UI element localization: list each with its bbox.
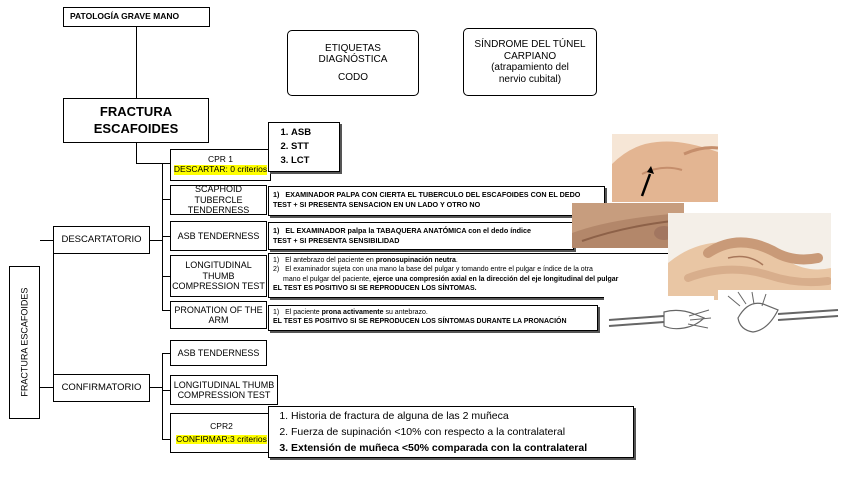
snuffbox-photo — [572, 203, 684, 248]
asb-note-line: EL EXAMINADOR palpa la TABAQUERA ANATÓMI… — [285, 226, 531, 235]
sindrome-line: SÍNDROME DEL TÚNEL — [474, 39, 586, 50]
longitudinal-note-text: mano el pulgar del paciente, — [283, 275, 373, 283]
connector — [40, 387, 53, 388]
connector — [162, 276, 170, 277]
conf-longitudinal-label: COMPRESSION TEST — [177, 390, 271, 400]
list-item: Fuerza de supinación <10% con respecto a… — [291, 425, 629, 441]
connector — [53, 240, 54, 387]
connector — [162, 236, 170, 237]
longitudinal-label: THUMB — [202, 270, 235, 281]
asb-note: 1) EL EXAMINADOR palpa la TABAQUERA ANAT… — [268, 222, 574, 250]
connector — [162, 163, 170, 164]
confirmatorio-label: CONFIRMATORIO — [61, 381, 142, 393]
hand-palpation-illustration — [612, 134, 718, 202]
patologia-label: PATOLOGÍA GRAVE MANO — [70, 11, 180, 22]
longitudinal-note-text: El antebrazo del paciente en — [285, 257, 376, 264]
longitudinal-note-text: EL TEST ES POSITIVO SI SE REPRODUCEN LOS… — [273, 285, 477, 293]
hand-bones-illustration — [718, 290, 848, 342]
connector — [162, 353, 163, 439]
list-item: STT — [291, 140, 335, 154]
connector — [150, 240, 162, 241]
longitudinal-note: 1) El antebrazo del paciente en pronosup… — [268, 253, 698, 298]
cpr1-subtitle: DESCARTAR: 0 criterios — [173, 164, 268, 175]
conf-asb-label: ASB TENDERNESS — [177, 347, 260, 358]
snuffbox-illustration — [572, 203, 684, 248]
etiquetas-line: CODO — [338, 71, 368, 83]
scaphoid-label: TENDERNESS — [187, 205, 250, 216]
list-item: LCT — [291, 154, 335, 168]
pronation-label: ARM — [208, 315, 229, 325]
sindrome-line: CARPIANO — [503, 50, 557, 62]
fractura-main-line: ESCAFOIDES — [93, 120, 179, 136]
asb-note-line: TEST + SI PRESENTA SENSIBILIDAD — [273, 235, 400, 245]
root-vertical-label: FRACTURA ESCAFOIDES — [19, 287, 30, 398]
scaphoid-box: SCAPHOID TUBERCLE TENDERNESS — [170, 184, 267, 216]
connector — [136, 143, 137, 163]
longitudinal-label: LONGITUDINAL — [185, 260, 252, 271]
hand-palpation-photo — [612, 134, 718, 202]
pronation-label: PRONATION OF THE — [174, 304, 263, 315]
longitudinal-note-text: El examinador sujeta con una mano la bas… — [285, 266, 593, 274]
pronation-note-text: su antebrazo. — [383, 309, 428, 316]
confirmatorio-box: CONFIRMATORIO — [53, 374, 150, 402]
compression-test-photo — [668, 213, 831, 300]
connector — [162, 199, 170, 200]
pronation-note-text: El paciente — [285, 309, 322, 316]
etiquetas-line: ETIQUETAS — [325, 42, 381, 54]
cpr1-title: CPR 1 — [207, 154, 234, 165]
cpr2-box: CPR2 CONFIRMAR:3 criterios — [170, 413, 273, 453]
list-item: Historia de fractura de alguna de las 2 … — [291, 409, 629, 425]
connector — [162, 353, 170, 354]
longitudinal-label: COMPRESSION TEST — [172, 281, 265, 292]
longitudinal-note-text: ejerce una compresión axial en la direcc… — [372, 275, 619, 283]
arm-bones-illustration — [604, 296, 714, 340]
scaphoid-note-line: EXAMINADOR PALPA CON CIERTA EL TUBERCULO… — [285, 190, 581, 199]
descartatorio-label: DESCARTATORIO — [61, 233, 142, 245]
conf-longitudinal-box: LONGITUDINAL THUMB COMPRESSION TEST — [170, 375, 278, 405]
longitudinal-note-text: pronosupinación neutra — [375, 257, 456, 264]
longitudinal-note-text: . — [455, 257, 458, 264]
asb-tenderness-box: ASB TENDERNESS — [170, 221, 267, 251]
list-item: Extensión de muñeca <50% comparada con l… — [291, 441, 629, 457]
compression-test-illustration — [668, 213, 831, 300]
scaphoid-note: 1) EXAMINADOR PALPA CON CIERTA EL TUBERC… — [268, 186, 605, 216]
descartatorio-box: DESCARTATORIO — [53, 226, 150, 254]
sindrome-line: nervio cubital) — [498, 73, 562, 85]
connector — [162, 310, 170, 311]
longitudinal-box: LONGITUDINAL THUMB COMPRESSION TEST — [170, 255, 267, 297]
sindrome-line: (atrapamiento del — [491, 62, 569, 73]
scaphoid-note-line: TEST + SI PRESENTA SENSACION EN UN LADO … — [273, 199, 481, 209]
connector — [136, 26, 137, 98]
conf-asb-box: ASB TENDERNESS — [170, 340, 267, 366]
cpr2-subtitle: CONFIRMAR:3 criterios — [176, 433, 267, 445]
sindrome-box: SÍNDROME DEL TÚNEL CARPIANO (atrapamient… — [463, 28, 597, 96]
fractura-main-line: FRACTURA — [99, 104, 173, 120]
etiquetas-box: ETIQUETAS DIAGNÓSTICA CODO — [287, 30, 419, 96]
cpr2-items: Historia de fractura de alguna de las 2 … — [268, 406, 634, 458]
pronation-box: PRONATION OF THE ARM — [170, 301, 267, 329]
scaphoid-label: SCAPHOID TUBERCLE — [194, 184, 243, 205]
connector — [40, 240, 53, 241]
pronation-xray-right — [718, 290, 848, 342]
pronation-note-text: EL TEST ES POSITIVO SI SE REPRODUCEN LOS… — [273, 318, 567, 326]
fractura-main-box: FRACTURA ESCAFOIDES — [63, 98, 209, 143]
root-vertical-box: FRACTURA ESCAFOIDES — [9, 266, 40, 419]
etiquetas-line: DIAGNÓSTICA — [318, 54, 388, 66]
connector — [136, 163, 170, 164]
asb-tenderness-label: ASB TENDERNESS — [177, 230, 260, 241]
pronation-note-text: prona activamente — [321, 309, 384, 316]
cpr2-title: CPR2 — [210, 420, 233, 431]
pronation-xray-left — [604, 296, 714, 340]
cpr1-items: ASB STT LCT — [268, 122, 340, 172]
list-item: ASB — [291, 126, 335, 140]
pronation-note: 1) El paciente prona activamente su ante… — [268, 305, 598, 331]
connector — [162, 390, 170, 391]
cpr1-box: CPR 1 DESCARTAR: 0 criterios — [170, 149, 271, 181]
connector — [162, 439, 170, 440]
patologia-box: PATOLOGÍA GRAVE MANO — [63, 7, 210, 27]
connector — [150, 387, 162, 388]
conf-longitudinal-label: LONGITUDINAL THUMB — [173, 379, 275, 390]
